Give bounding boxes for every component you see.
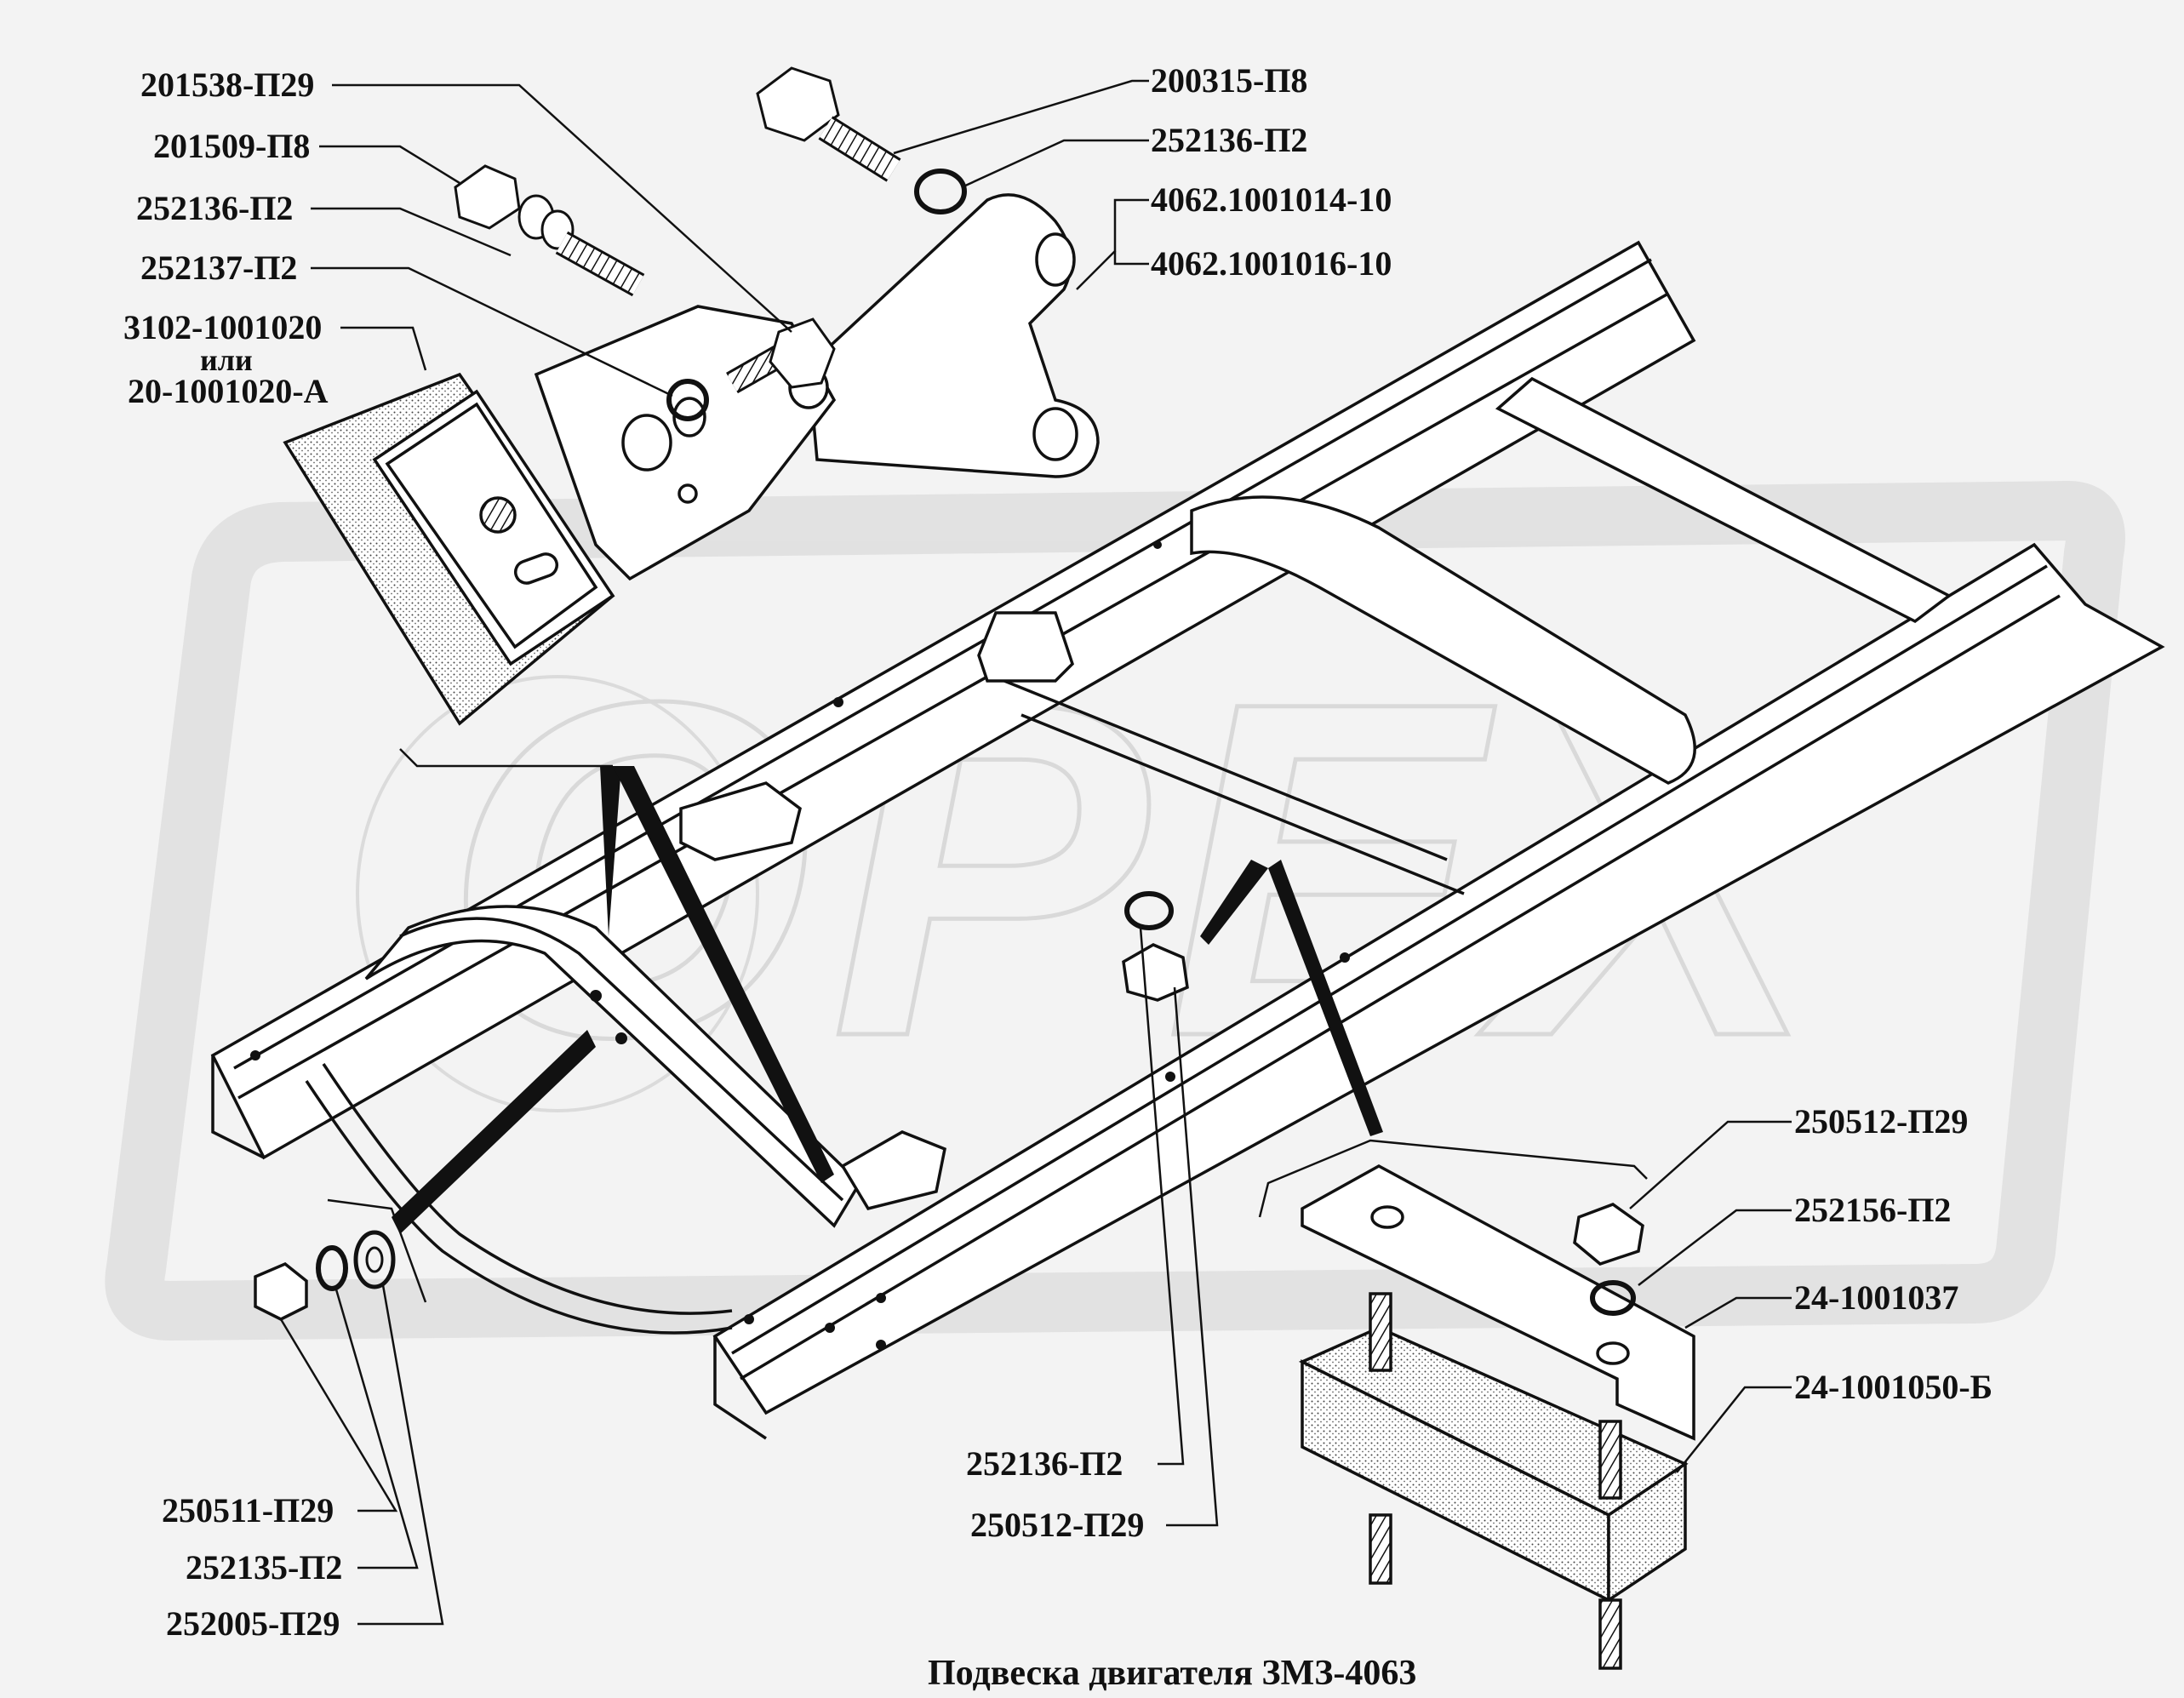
washer-252136-mid [1124, 891, 1174, 930]
label-252136-right: 252136-П2 [1151, 121, 1308, 159]
nut-250511 [254, 1261, 308, 1321]
rubber-pad-rear [1298, 1292, 1689, 1670]
label-20-1001020-a: 20-1001020-А [128, 372, 329, 410]
label-201509: 201509-П8 [153, 127, 311, 165]
label-252137: 252137-П2 [140, 249, 298, 287]
washer-252137 [666, 379, 709, 421]
label-252136-mid: 252136-П2 [966, 1444, 1123, 1483]
label-24-1001050-b: 24-1001050-Б [1794, 1368, 1993, 1406]
nut-250512-rear [1573, 1203, 1644, 1266]
frame-holes [250, 540, 1350, 1350]
label-252156: 252156-П2 [1794, 1191, 1952, 1229]
engine-bracket-arm [807, 193, 1100, 478]
washer-252005 [353, 1230, 396, 1289]
washer-252135 [316, 1245, 348, 1291]
bolt-201509 [454, 164, 645, 297]
label-200315: 200315-П8 [1151, 61, 1308, 100]
rubber-pad-front [283, 372, 615, 726]
nut-250512-mid [1122, 943, 1189, 1002]
diagram-caption: Подвеска двигателя ЗМЗ-4063 [928, 1654, 1417, 1693]
washer-252156 [1590, 1280, 1636, 1316]
bolt-200315 [756, 66, 967, 214]
label-201538: 201538-П29 [140, 66, 315, 104]
label-24-1001037: 24-1001037 [1794, 1278, 1959, 1317]
rear-bracket-plate [1301, 1164, 1695, 1441]
label-4062-1001016-10: 4062.1001016-10 [1151, 244, 1392, 283]
bolt-201538 [726, 317, 836, 394]
subframe [210, 240, 2165, 1440]
label-250511: 250511-П29 [162, 1491, 334, 1529]
leader-lines [279, 79, 1792, 1626]
label-4062-1001014-10: 4062.1001014-10 [1151, 180, 1392, 219]
label-252136-top: 252136-П2 [136, 189, 294, 227]
label-250512-rear: 250512-П29 [1794, 1102, 1969, 1141]
label-252005: 252005-П29 [166, 1604, 340, 1643]
label-250512-mid: 250512-П29 [970, 1506, 1145, 1544]
assembly-pointers [392, 766, 1383, 1234]
label-252135: 252135-П2 [186, 1548, 343, 1587]
label-3102-1001020: 3102-1001020 [123, 308, 323, 346]
label-or: или [200, 343, 253, 377]
